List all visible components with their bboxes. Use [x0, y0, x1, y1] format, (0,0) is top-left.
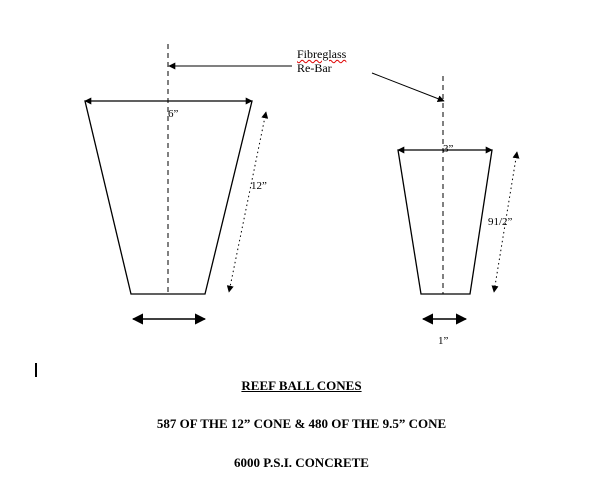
small-height-dimension	[491, 151, 520, 293]
rebar-label-line2: Re-Bar	[297, 61, 332, 75]
rebar-callout-arrow-right	[371, 72, 445, 102]
large-top-width-label: 6”	[168, 108, 179, 120]
small-top-width-label: 3”	[443, 143, 454, 155]
caption-title: REEF BALL CONES	[241, 378, 362, 393]
large-height-dimension	[226, 111, 269, 293]
small-bottom-width-label: 1”	[438, 335, 449, 347]
large-height-label: 12”	[251, 180, 267, 192]
text-cursor	[35, 363, 37, 377]
caption-strength: 6000 P.S.I. CONCRETE	[234, 455, 369, 470]
small-cone-outline	[397, 149, 493, 295]
small-height-label: 91/2”	[488, 216, 513, 228]
caption-quantities: 587 OF THE 12” CONE & 480 OF THE 9.5” CO…	[156, 416, 447, 431]
rebar-label-line1: Fibreglass	[297, 47, 347, 61]
